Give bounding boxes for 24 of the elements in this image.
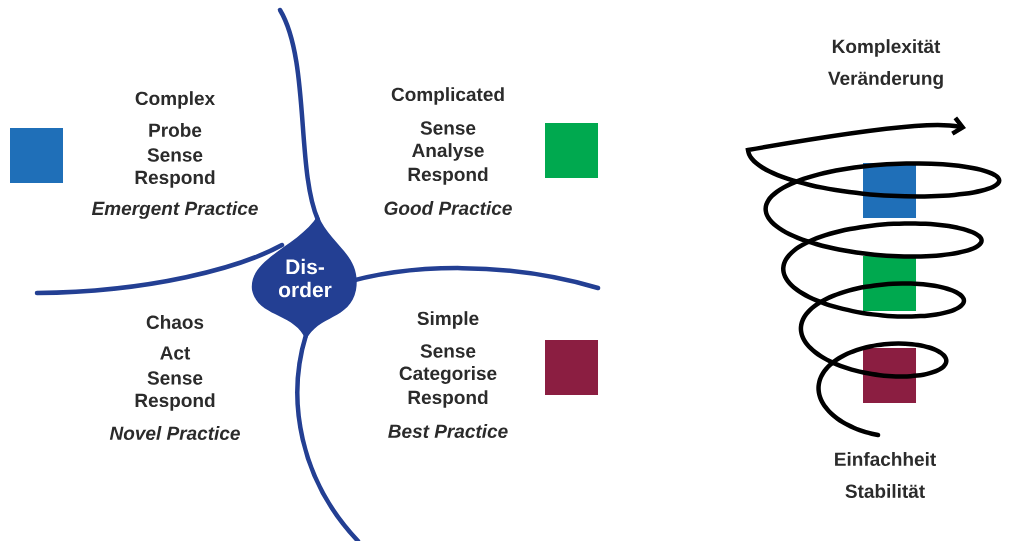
step-label: Sense bbox=[420, 344, 476, 358]
axis-label: Komplexität bbox=[832, 39, 941, 57]
domain-title: Complex bbox=[135, 91, 215, 109]
step-label: Categorise bbox=[399, 366, 497, 384]
step-label: Sense bbox=[147, 371, 203, 385]
step-label: Respond bbox=[408, 390, 488, 408]
axis-label: Stabilität bbox=[845, 484, 925, 498]
practice-label: Good Practice bbox=[384, 201, 512, 215]
step-label: Respond bbox=[135, 170, 215, 188]
disorder-blob: Dis-order bbox=[252, 215, 357, 340]
step-label: Sense bbox=[420, 121, 476, 135]
step-label: Respond bbox=[408, 167, 488, 185]
practice-label: Best Practice bbox=[388, 424, 508, 438]
domain-title: Chaos bbox=[146, 315, 204, 329]
step-label: Respond bbox=[135, 393, 215, 411]
axis-label: Veränderung bbox=[828, 71, 943, 89]
step-label: Probe bbox=[149, 123, 202, 137]
step-label: Act bbox=[160, 346, 191, 360]
domain-title: Complicated bbox=[391, 87, 504, 105]
practice-label: Novel Practice bbox=[109, 426, 240, 440]
axis-label: Einfachheit bbox=[835, 452, 936, 466]
domain-title: Simple bbox=[417, 311, 479, 329]
step-label: Sense bbox=[147, 148, 203, 162]
step-label: Analyse bbox=[412, 143, 484, 161]
